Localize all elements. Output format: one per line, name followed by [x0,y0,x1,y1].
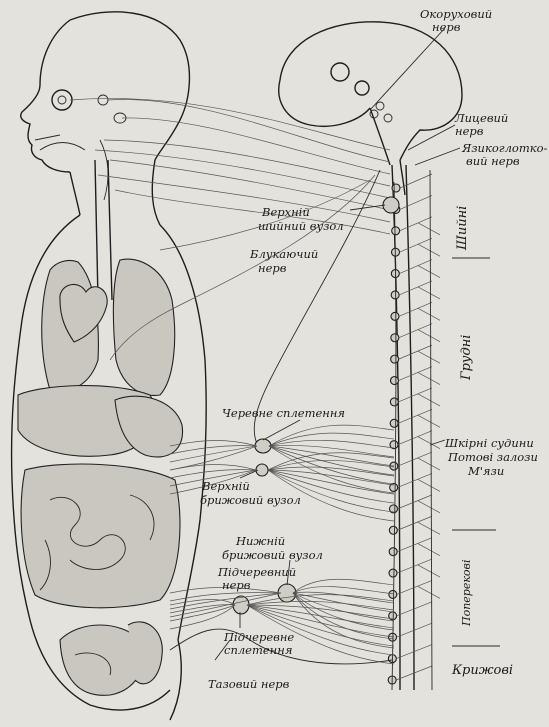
ganglion-to-chain-fiber [269,425,394,446]
glossopharyngeal-nerve-label: Язикоглотко- вий нерв [461,141,549,168]
ganglion-to-organ-fiber [170,600,235,605]
oculomotor-nerve-label: Окоруховий нерв [420,7,496,34]
hypogastric-plexus-label: Підчеревне сплетення [223,630,298,657]
head-nerve-fiber [108,99,390,162]
head-nerve-fiber [95,150,390,198]
internal-organs [18,160,183,695]
celiac-plexus-label: Черевне сплетення [222,406,345,420]
segment-fiber [418,501,440,513]
chain-ganglion [389,590,397,598]
ganglion-to-organ-fiber [170,465,256,470]
head-nerve-fiber [104,140,390,186]
muscles-label: М'язи [467,464,504,478]
segment-fiber [397,538,432,552]
superior-cervical-ganglion [383,197,399,213]
segment-fiber [418,287,440,299]
vagus-nerve-label: Блукаючий нерв [249,247,322,275]
ganglion-to-chain-fiber [269,440,394,448]
segment-fiber [398,473,432,487]
sweat-glands-label: Потові залози [447,450,538,464]
segment-fiber [400,217,432,231]
brain-and-spinal-cord [279,22,462,690]
superior-cervical-ganglion-label: Верхній шийний вузол [258,205,344,233]
chain-ganglion [389,548,397,556]
segment-fiber [398,431,432,445]
segment-fiber [400,195,432,209]
head-nerve-fiber [122,118,390,174]
segment-fiber [399,367,433,381]
segment-fiber [397,559,432,573]
segment-fiber [418,522,440,534]
segment-fiber [397,580,432,594]
segment-fiber [400,174,432,188]
chain-ganglion [390,419,398,427]
ganglion-to-organ-fiber [170,441,257,446]
ganglion-to-chain-fiber [293,587,394,594]
region-lumbar-label: Поперекові [460,560,473,627]
segment-fiber [418,351,440,363]
segment-fiber [398,452,432,466]
skin-vessels-label: Шкірні судини [444,436,534,450]
ganglion-to-chain-fiber [268,467,394,476]
segment-fiber [398,409,432,423]
region-cervical-label: Шийні [455,206,470,251]
facial-nerve-label: Лицевий нерв [454,111,512,138]
ganglion-to-organ-fiber [170,446,257,454]
segment-fiber [418,308,440,320]
segment-fiber [418,586,440,598]
segment-fiber [418,330,440,342]
celiac-ganglion [255,439,271,453]
chain-ganglion [391,355,399,363]
region-sacral-label: Крижові [451,663,513,678]
segment-fiber [399,302,432,316]
ganglion-to-chain-fiber [293,593,394,612]
segment-fiber [418,266,440,278]
segment-fiber [399,345,432,359]
segment-fiber [418,223,440,235]
chain-ganglion [390,398,398,406]
chain-ganglion [391,334,399,342]
chain-ganglion [391,291,399,299]
segment-fiber [400,238,433,252]
ganglion-to-chain-fiber [269,433,394,446]
chain-ganglion [392,227,400,235]
chain-ganglion [389,526,397,534]
segment-fiber [418,394,440,406]
segment-fiber [418,544,440,556]
segment-fiber [398,495,433,509]
segment-fiber [418,415,440,427]
face-features [35,90,126,200]
segment-fiber [398,388,432,402]
head-nerve-fiber [98,175,390,222]
segment-fiber [399,260,432,274]
segment-fiber [397,516,432,530]
chain-ganglion [389,569,397,577]
segment-fiber [418,458,440,470]
ganglion-to-organ-fiber [170,446,257,470]
segment-fiber [418,373,440,385]
chain-ganglion [391,377,399,385]
inferior-mesenteric-ganglion-label: Нижній брижовий вузол [222,534,323,562]
hypogastric-plexus-ganglion [233,596,249,614]
chain-ganglion [391,312,399,320]
outflow-line [430,170,432,690]
body-outline [12,12,207,720]
pelvic-nerve-label: Тазовий нерв [208,677,290,691]
superior-mesenteric-ganglion-label: Верхній брижовий вузол [200,479,301,507]
segment-fiber [418,479,440,491]
chain-ganglion [392,184,400,192]
segment-fiber [399,281,432,295]
segment-fiber [418,244,440,256]
segment-fiber [399,324,432,338]
region-thoracic-label: Грудні [459,335,474,381]
ganglion-to-chain-fiber [293,579,394,593]
segment-fiber [418,565,440,577]
